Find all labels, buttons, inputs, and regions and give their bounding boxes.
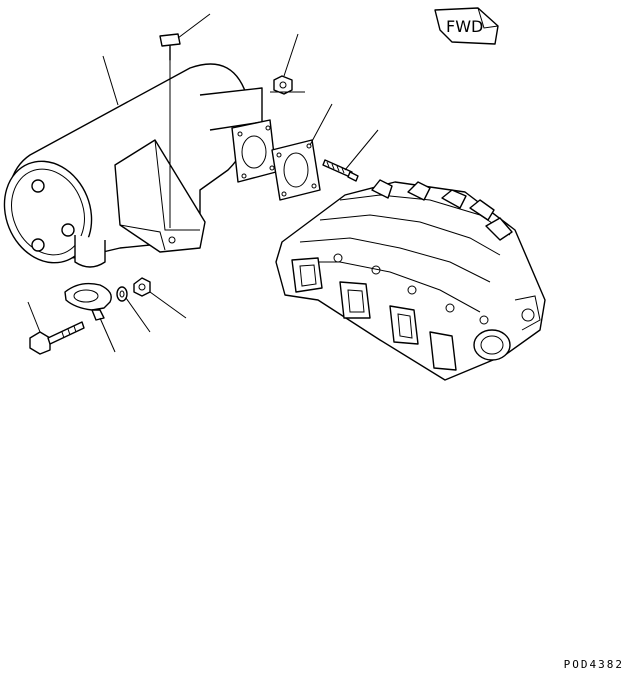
stud [322, 129, 379, 182]
clamp-bolt [27, 301, 85, 355]
leader-lines [102, 55, 119, 106]
flange-gasket [271, 103, 333, 201]
clamp-nut [133, 277, 187, 319]
reference-code: POD4382 [563, 658, 624, 671]
fwd-label: FWD [446, 17, 483, 36]
fwd-direction-marker: FWD [434, 7, 499, 45]
clamp-band [64, 282, 116, 353]
nut [270, 33, 305, 95]
bracket-bolt [159, 13, 211, 61]
muffler [3, 48, 277, 268]
washer [116, 286, 151, 333]
cylinder-head [275, 179, 546, 381]
